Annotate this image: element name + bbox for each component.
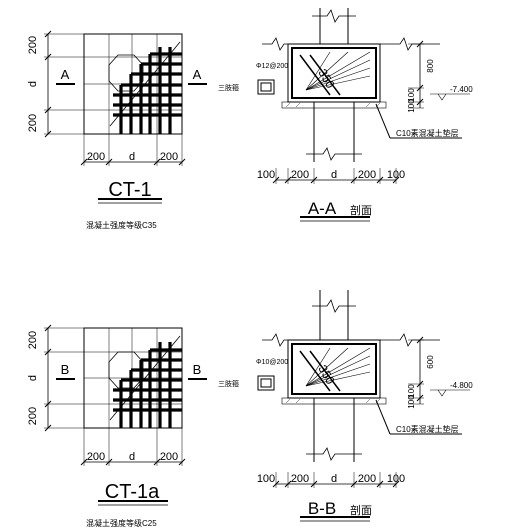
section-elevation: -4.800	[450, 381, 473, 390]
section-dim-b3: d	[331, 473, 337, 485]
section-rebar-label: Φ10@200	[256, 359, 288, 366]
plan-dim-bot-left: 200	[87, 151, 105, 163]
plan-note: 混凝土强度等级C25	[86, 518, 157, 528]
section-mark-left: B	[61, 362, 70, 377]
section-dim-right-top: 800	[426, 59, 435, 73]
section-elevation: -7.400	[450, 85, 473, 94]
section-dim-right-bot: 100	[407, 384, 416, 398]
plan-view-ct1a	[44, 324, 207, 506]
section-dim-right-bot: 100	[407, 88, 416, 102]
plan-title: CT-1	[108, 179, 151, 201]
cap-body	[287, 43, 381, 103]
section-title-letters: B-B	[308, 499, 336, 518]
section-dim-b5: 100	[387, 169, 405, 181]
plan-title: CT-1a	[105, 481, 160, 503]
plan-dim-bot-left: 200	[87, 451, 105, 463]
section-title-letters: A-A	[308, 199, 337, 218]
section-view-aa	[257, 8, 470, 222]
plan-dim-left-top: 200	[27, 331, 39, 349]
section-dim-b1: 100	[257, 169, 275, 181]
section-dim-b1: 100	[257, 473, 275, 485]
section-mark-right: B	[193, 362, 202, 377]
section-dim-b4: 200	[358, 473, 376, 485]
section-dim-b2: 200	[291, 169, 309, 181]
pile-octagon	[108, 54, 144, 92]
section-mark-left: A	[61, 67, 70, 82]
section-legend-label: 三肢箍	[218, 379, 239, 388]
section-title-cn: 剖面	[350, 503, 372, 517]
plan-dim-bot-right: 200	[160, 151, 178, 163]
section-legend-label: 三肢箍	[218, 83, 239, 92]
plan-dim-left-bot: 200	[27, 407, 39, 425]
plan-dim-bot-mid: d	[129, 151, 135, 163]
section-view-bb	[257, 290, 470, 522]
section-dim-right-bot2: 100	[407, 99, 416, 113]
plan-dim-left-mid: d	[27, 81, 39, 87]
top-block: 200 d 200 200 d 200 A A CT-1 混凝土强度等级C35	[27, 8, 473, 230]
section-title-cn: 剖面	[350, 203, 372, 217]
section-bedding-label: C10素混凝土垫层	[396, 424, 459, 434]
section-rebar-label: Φ12@200	[256, 63, 288, 70]
section-dim-right-top: 600	[426, 355, 435, 369]
rebar-grid	[113, 47, 182, 134]
plan-note: 混凝土强度等级C35	[86, 220, 157, 230]
section-dim-b5: 100	[387, 473, 405, 485]
section-mark-right: A	[193, 67, 202, 82]
section-dim-right-bot2: 100	[407, 395, 416, 409]
plan-dim-bot-mid: d	[129, 451, 135, 463]
plan-dim-left-mid: d	[27, 375, 39, 381]
section-dim-b3: d	[331, 169, 337, 181]
section-dim-b2: 200	[291, 473, 309, 485]
plan-view-ct1	[44, 30, 207, 204]
section-bedding-label: C10素混凝土垫层	[396, 128, 459, 138]
bottom-block: 200 d 200 200 d 200 B B CT-1a 混凝土强度等级C25	[27, 290, 473, 528]
plan-dim-left-top: 200	[27, 36, 39, 54]
section-dim-b4: 200	[358, 169, 376, 181]
plan-dim-bot-right: 200	[160, 451, 178, 463]
plan-dim-left-bot: 200	[27, 114, 39, 132]
